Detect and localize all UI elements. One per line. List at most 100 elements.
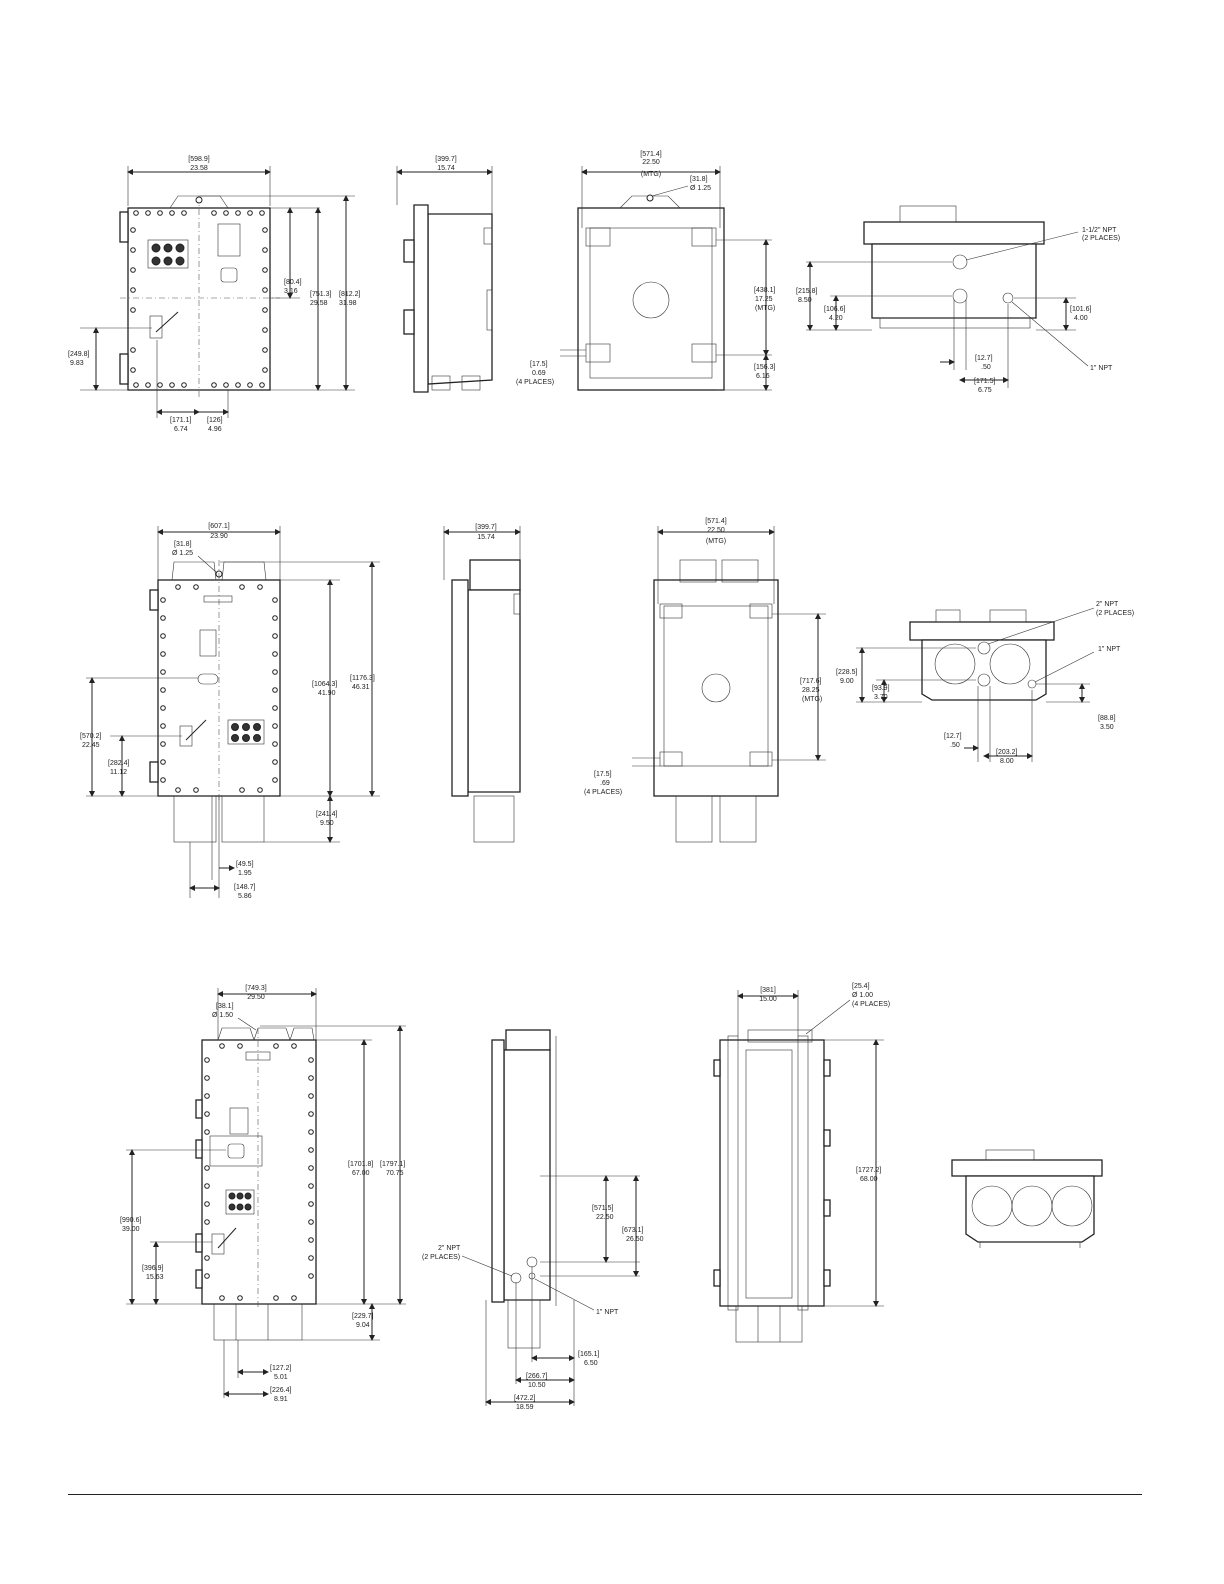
r3-side-b3-a: [472.2] <box>514 1395 535 1402</box>
r3-left2-a: [396.9] <box>142 1265 163 1272</box>
width-dim-bottom: 23.58 <box>190 165 208 172</box>
panel-window <box>209 1135 263 1167</box>
breaker-cluster <box>147 239 189 269</box>
npt-big-places: (2 PLACES) <box>1082 235 1120 242</box>
row2-front-view: [607.1] 23.90 [31.8] Ø 1.25 [1064.3] 41.… <box>80 523 380 900</box>
bottom-h3-a: [101.6] <box>1070 306 1091 313</box>
r3-side-b1-a: [165.1] <box>578 1351 599 1358</box>
r2-npt-big-places: (2 PLACES) <box>1096 610 1134 617</box>
breaker-cluster <box>227 719 265 745</box>
bolt-row <box>130 210 268 388</box>
r2-npt-small-label: 1" NPT <box>1098 646 1121 653</box>
handle-icon <box>149 311 179 339</box>
r2-h3-a: [241.4] <box>316 811 337 818</box>
r3-width-b: 29.50 <box>247 994 265 1001</box>
r3-width-a: [749.3] <box>245 985 266 992</box>
r3-side-h1-b: 22.50 <box>596 1214 614 1221</box>
r2-bottom-h2-a: [93.9] <box>872 685 890 692</box>
r2-bottom-b2-b: 8.00 <box>1000 758 1014 765</box>
r3-left2-b: 15.63 <box>146 1274 164 1281</box>
row3-back-view: [381] 15.00 [25.4] Ø 1.00 (4 PLACES) [17… <box>713 983 890 1343</box>
bottom-h1-b: 8.50 <box>798 297 812 304</box>
h3-dim-b: 31.98 <box>339 300 357 307</box>
row1-back-view: [571.4] 22.50 (MTG) [31.8] Ø 1.25 [438.1… <box>516 151 775 391</box>
r3-h2-b: 70.75 <box>386 1170 404 1177</box>
r3-back-hole-c: (4 PLACES) <box>852 1001 890 1008</box>
r2-back-slot-a: [17.5] <box>594 771 612 778</box>
back-width-b: 22.50 <box>642 159 660 166</box>
r2-back-h1-b: 28.25 <box>802 687 820 694</box>
r3-b1-b: 5.01 <box>274 1374 288 1381</box>
breaker-cluster <box>225 1189 255 1215</box>
r2-h1-a: [1064.3] <box>312 681 337 688</box>
back-slot-c: (4 PLACES) <box>516 379 554 386</box>
bottom-h1-a: [215.8] <box>796 288 817 295</box>
r2-side-width-b: 15.74 <box>477 534 495 541</box>
r3-side-b2-b: 10.50 <box>528 1382 546 1389</box>
r3-h3-b: 9.04 <box>356 1322 370 1329</box>
r3-left1-a: [990.6] <box>120 1217 141 1224</box>
row1-front-view: [598.9] 23.58 [80.4] 3.16 [751.3] 29.58 … <box>68 156 360 433</box>
b1-dim-a: [171.1] <box>170 417 191 424</box>
b2-dim-a: [126] <box>207 417 223 424</box>
row1-side-view: [399.7] 15.74 <box>396 156 493 393</box>
r2-back-h1-c: (MTG) <box>802 696 822 703</box>
r3-hole-a: [38.1] <box>216 1003 234 1010</box>
bolt-row <box>204 1043 314 1301</box>
back-h1-a: [438.1] <box>754 287 775 294</box>
r2-back-width-a: [571.4] <box>705 518 726 525</box>
h1-dim-b: 3.16 <box>284 288 298 295</box>
bottom-b2-a: [171.5] <box>974 378 995 385</box>
r3-side-h2-b: 26.50 <box>626 1236 644 1243</box>
bottom-b2-b: 6.75 <box>978 387 992 394</box>
r3-back-h1-a: [1727.2] <box>856 1167 881 1174</box>
r2-back-width-b: 22.50 <box>707 527 725 534</box>
h1-dim-a: [80.4] <box>284 279 302 286</box>
r2-bottom-b1-a: [12.7] <box>944 733 962 740</box>
h2-dim-b: 29.58 <box>310 300 328 307</box>
r2-h2-a: [1176.3] <box>350 675 375 682</box>
r3-back-width-a: [381] <box>760 987 776 994</box>
row2-back-view: [571.4] 22.50 (MTG) [717.6] 28.25 (MTG) … <box>584 518 826 843</box>
r2-left2-b: 11.12 <box>110 769 127 776</box>
r3-back-hole-a: [25.4] <box>852 983 870 990</box>
r3-npt-big-places: (2 PLACES) <box>422 1254 460 1261</box>
r3-h2-a: [1797.1] <box>380 1161 405 1168</box>
r2-width-a: [607.1] <box>208 523 229 530</box>
r3-b2-a: [226.4] <box>270 1387 291 1394</box>
row1-bottom-view: 1-1/2" NPT (2 PLACES) 1" NPT [215.8] 8.5… <box>796 205 1120 394</box>
row3-side-view: 2" NPT (2 PLACES) 1" NPT [571.5] 22.50 [… <box>422 1029 644 1411</box>
r3-side-b1-b: 6.50 <box>584 1360 598 1367</box>
r2-h2-b: 46.31 <box>352 684 370 691</box>
bottom-h2-a: [106.6] <box>824 306 845 313</box>
r2-width-b: 23.90 <box>210 533 228 540</box>
r2-b2-a: [148.7] <box>234 884 255 891</box>
r2-bottom-h3-b: 3.50 <box>1100 724 1114 731</box>
bottom-h3-b: 4.00 <box>1074 315 1088 322</box>
h3-dim-a: [812.2] <box>339 291 360 298</box>
r2-bottom-b1-b: .50 <box>950 742 960 749</box>
left-dim-a: [249.8] <box>68 351 89 358</box>
r2-npt-big-label: 2" NPT <box>1096 601 1119 608</box>
left-dim-b: 9.83 <box>70 360 84 367</box>
r3-side-b3-b: 18.59 <box>516 1404 534 1411</box>
bottom-b1-b: .50 <box>981 364 991 371</box>
r2-b2-b: 5.86 <box>238 893 252 900</box>
handle-icon <box>211 1227 237 1255</box>
b2-dim-b: 4.96 <box>208 426 222 433</box>
r2-hole-b: Ø 1.25 <box>172 550 193 557</box>
r2-left1-b: 22.45 <box>82 742 100 749</box>
r2-hole-a: [31.8] <box>174 541 192 548</box>
r2-left2-a: [282.4] <box>108 760 129 767</box>
r2-h3-b: 9.50 <box>320 820 334 827</box>
row2-side-view: [399.7] 15.74 <box>443 524 521 843</box>
back-width-a: [571.4] <box>640 151 661 158</box>
r3-left1-b: 39.00 <box>122 1226 140 1233</box>
r2-back-h1-a: [717.6] <box>800 678 821 685</box>
r2-back-width-c: (MTG) <box>706 538 726 545</box>
row3-bottom-view <box>951 1149 1103 1248</box>
bolt-row <box>160 584 278 793</box>
side-width-b: 15.74 <box>437 165 455 172</box>
